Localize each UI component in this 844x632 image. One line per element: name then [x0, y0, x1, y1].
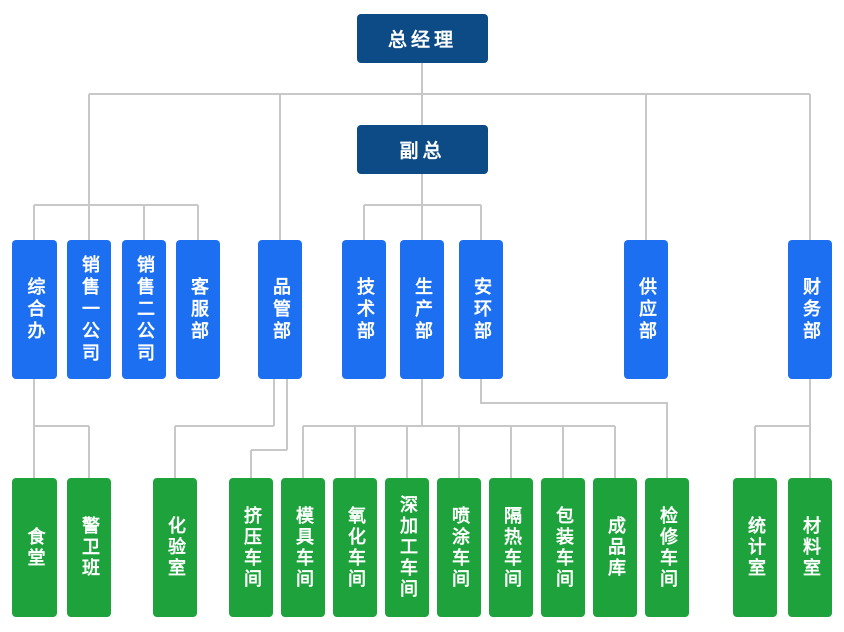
- unit-mold: 模具车间: [281, 478, 325, 617]
- dept-sales-1: 销售一公司: [67, 240, 111, 379]
- unit-materials: 材料室: [788, 478, 832, 617]
- unit-guard: 警卫班: [67, 478, 111, 617]
- vp-box: 副总: [357, 125, 488, 174]
- unit-insulation: 隔热车间: [489, 478, 533, 617]
- dept-production: 生产部: [400, 240, 444, 379]
- dept-supply: 供应部: [624, 240, 668, 379]
- unit-deep-processing: 深加工车间: [385, 478, 429, 617]
- unit-finished-goods: 成品库: [593, 478, 637, 617]
- unit-spraying: 喷涂车间: [437, 478, 481, 617]
- unit-packaging: 包装车间: [541, 478, 585, 617]
- dept-admin: 综合办: [12, 240, 57, 379]
- unit-statistics: 统计室: [733, 478, 777, 617]
- unit-canteen: 食堂: [12, 478, 57, 617]
- dept-customer-service: 客服部: [176, 240, 220, 379]
- dept-safety: 安环部: [459, 240, 503, 379]
- ceo-box: 总经理: [357, 14, 488, 63]
- dept-technology: 技术部: [342, 240, 386, 379]
- unit-extrusion: 挤压车间: [229, 478, 273, 617]
- dept-quality: 品管部: [258, 240, 302, 379]
- dept-finance: 财务部: [788, 240, 832, 379]
- unit-oxidation: 氧化车间: [333, 478, 377, 617]
- dept-sales-2: 销售二公司: [122, 240, 166, 379]
- unit-maintenance: 检修车间: [645, 478, 689, 617]
- unit-lab: 化验室: [153, 478, 197, 617]
